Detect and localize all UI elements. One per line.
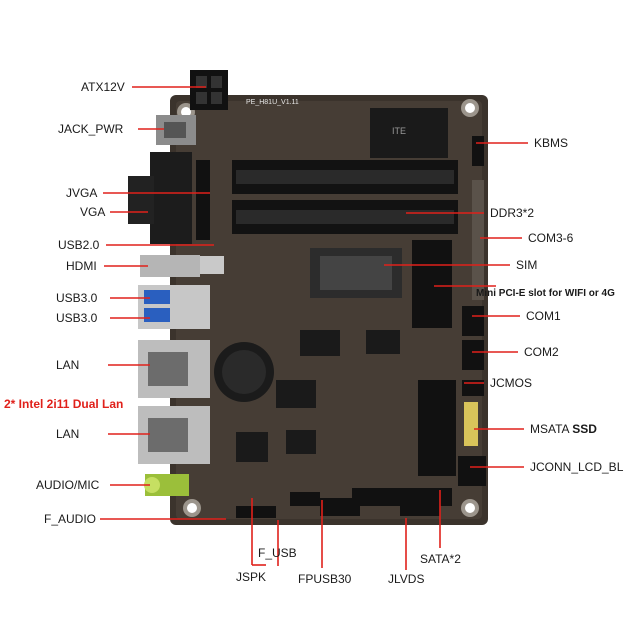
label-jvga: JVGA [66, 186, 98, 200]
label-usb20: USB2.0 [58, 238, 100, 252]
board-silkscreen: PE_H81U_V1.11 [246, 99, 299, 106]
label-vga: VGA [80, 205, 106, 219]
label-ddr3: DDR3*2 [490, 206, 535, 220]
label-ssd-text: SSD [572, 422, 597, 436]
label-hdmi: HDMI [66, 259, 97, 273]
label-usb30-b: USB3.0 [56, 311, 98, 325]
label-atx12v: ATX12V [81, 80, 125, 94]
label-usb30-a: USB3.0 [56, 291, 98, 305]
label-msata: MSATA SSD [530, 422, 597, 436]
motherboard: ITE PE_H81U_V1.11 [128, 70, 488, 525]
label-lan-a: LAN [56, 358, 80, 372]
label-sata2: SATA*2 [420, 552, 461, 566]
label-fpusb30: FPUSB30 [298, 572, 352, 586]
label-com1: COM1 [526, 309, 561, 323]
label-com36: COM3-6 [528, 231, 574, 245]
label-audio-mic: AUDIO/MIC [36, 478, 100, 492]
label-jack-pwr: JACK_PWR [58, 122, 124, 136]
label-f-audio: F_AUDIO [44, 512, 97, 526]
label-jspk: JSPK [236, 570, 267, 584]
label-jlvds: JLVDS [388, 572, 425, 586]
label-com2: COM2 [524, 345, 559, 359]
label-jconn-lcd-bl: JCONN_LCD_BL [530, 460, 624, 474]
leader-lines [100, 86, 528, 570]
label-jcmos: JCMOS [490, 376, 532, 390]
label-kbms: KBMS [534, 136, 569, 150]
label-lan-b: LAN [56, 427, 80, 441]
chip-mark: ITE [392, 126, 406, 136]
label-dual-lan: 2* Intel 2i11 Dual Lan [4, 397, 124, 411]
label-f-usb: F_USB [258, 546, 297, 560]
label-sim: SIM [516, 258, 538, 272]
label-minipcie: Mini PCI-E slot for WIFI or 4G [476, 288, 615, 299]
label-msata-text: MSATA [530, 422, 569, 436]
